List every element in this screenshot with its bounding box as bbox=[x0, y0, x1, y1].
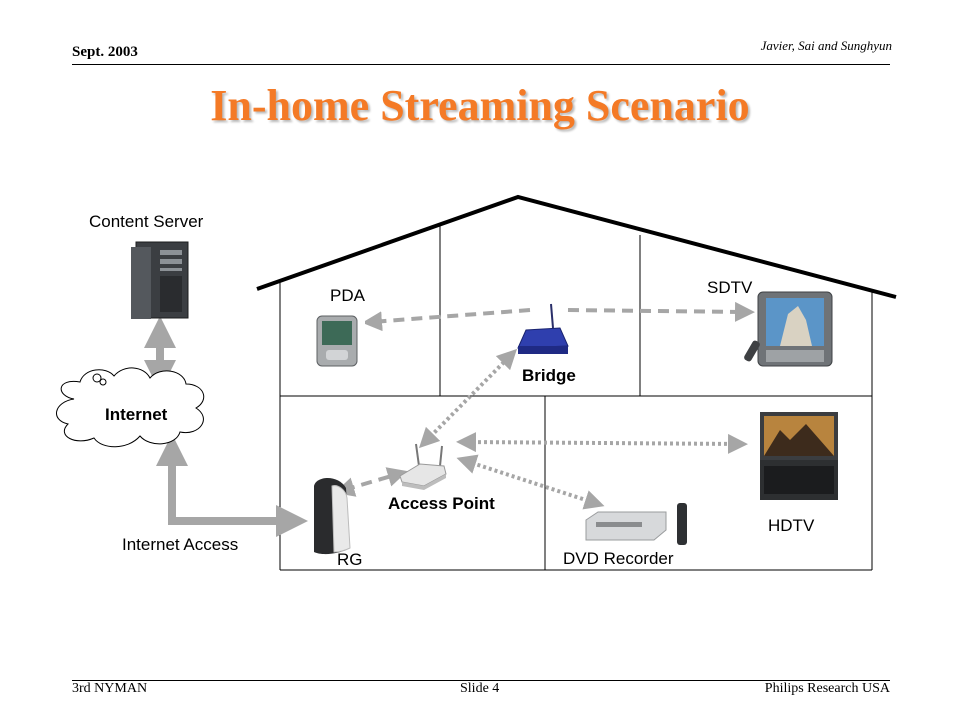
internet-access-label: Internet Access bbox=[122, 535, 239, 554]
cloud-icon bbox=[56, 367, 205, 448]
rg-label: RG bbox=[337, 550, 363, 569]
pda-icon bbox=[307, 310, 365, 370]
footer-left: 3rd NYMAN bbox=[72, 681, 148, 696]
content-server-label: Content Server bbox=[89, 212, 204, 231]
pda-label: PDA bbox=[330, 286, 365, 305]
remote-icon bbox=[744, 340, 760, 362]
access-point-icon bbox=[399, 443, 447, 490]
bridge-label: Bridge bbox=[522, 366, 576, 385]
header-date: Sept. 2003 bbox=[72, 44, 138, 60]
tv-icon bbox=[757, 291, 833, 367]
dvd-recorder-label: DVD Recorder bbox=[563, 549, 674, 568]
bridge-icon bbox=[517, 303, 569, 354]
wireless-links bbox=[334, 301, 755, 510]
header-authors: Javier, Sai and Sunghyun bbox=[760, 38, 892, 53]
hdtv-label: HDTV bbox=[768, 516, 815, 535]
wired-links bbox=[144, 316, 308, 537]
sdtv-label: SDTV bbox=[707, 278, 753, 297]
slide-title: In-home Streaming Scenario bbox=[210, 81, 750, 130]
house-outline bbox=[256, 194, 897, 571]
footer-slide-number: Slide 4 bbox=[460, 681, 500, 696]
header-rule bbox=[72, 64, 890, 65]
footer-right: Philips Research USA bbox=[764, 681, 890, 696]
access-point-label: Access Point bbox=[388, 494, 495, 513]
footer-rule bbox=[72, 680, 890, 681]
dvd-recorder-icon bbox=[585, 503, 687, 545]
server-icon bbox=[131, 241, 189, 319]
internet-label: Internet bbox=[105, 405, 168, 424]
router-icon bbox=[314, 478, 351, 555]
projection-tv-icon bbox=[760, 412, 838, 500]
